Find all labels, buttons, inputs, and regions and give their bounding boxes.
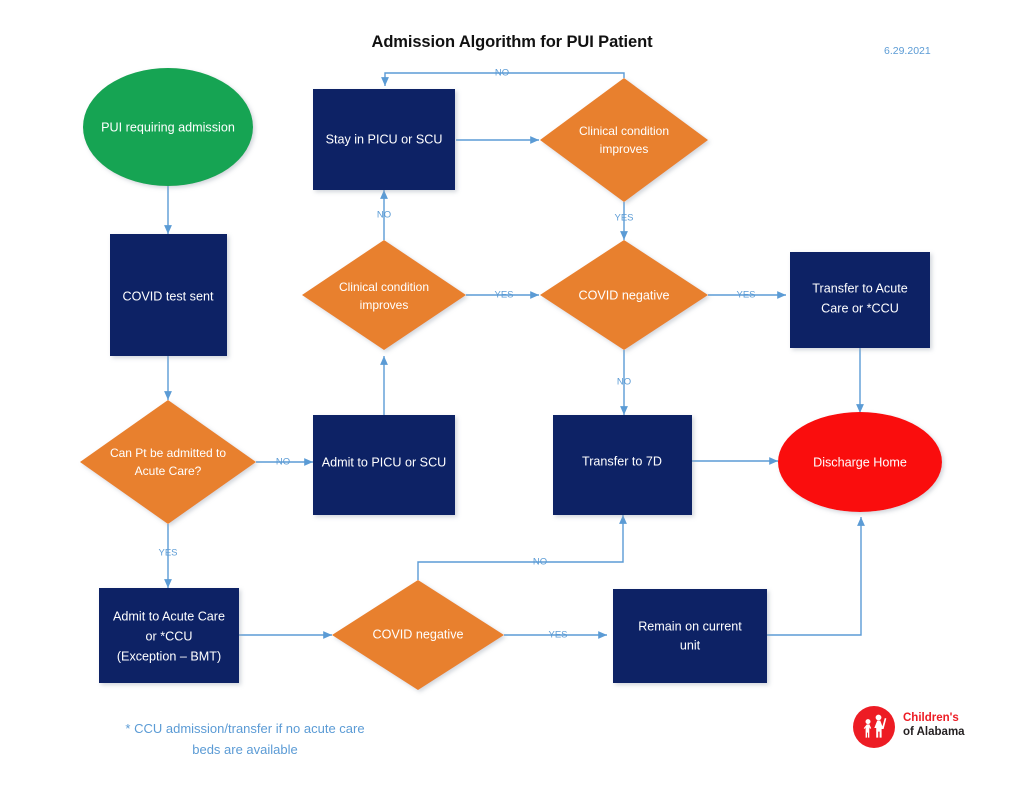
node-transfer-to-7d[interactable]: Transfer to 7D (553, 415, 692, 515)
edge-remain-unit-to-discharge (767, 517, 865, 636)
svg-text:COVID negative: COVID negative (373, 627, 464, 641)
node-pui-requiring-admission[interactable]: PUI requiring admission (83, 68, 253, 186)
logo-circle-icon (853, 706, 895, 748)
footnote: * CCU admission/transfer if no acute car… (95, 718, 395, 760)
edge-label-clin-top-yes: YES (614, 213, 633, 224)
svg-text:Care or *CCU: Care or *CCU (821, 301, 899, 315)
footnote-line-2: beds are available (192, 742, 298, 757)
logo-wordmark: Children's of Alabama (903, 711, 965, 739)
node-transfer-to-acute-care[interactable]: Transfer to Acute Care or *CCU (790, 252, 930, 348)
svg-text:COVID test sent: COVID test sent (123, 289, 214, 303)
edge-label-covid-mid-no: NO (617, 377, 631, 388)
svg-text:Clinical condition: Clinical condition (579, 124, 669, 138)
svg-text:unit: unit (680, 638, 701, 652)
edge-label-clin-mid-yes: YES (494, 290, 513, 301)
edge-label-covid-bot-no: NO (533, 557, 547, 568)
childrens-of-alabama-logo: Children's of Alabama (853, 703, 1003, 751)
node-remain-on-current-unit[interactable]: Remain on current unit (613, 589, 767, 683)
svg-text:Clinical condition: Clinical condition (339, 280, 429, 294)
node-covid-test-sent[interactable]: COVID test sent (110, 234, 227, 356)
svg-text:improves: improves (360, 298, 409, 312)
logo-line-2: of Alabama (903, 726, 965, 738)
node-covid-negative-bottom[interactable]: COVID negative (332, 580, 504, 690)
svg-text:or *CCU: or *CCU (146, 629, 193, 643)
svg-text:improves: improves (600, 142, 649, 156)
edge-label-can-acute-no: NO (276, 457, 290, 468)
edge-covid-bot-no (417, 515, 627, 580)
node-clinical-condition-improves-top[interactable]: Clinical condition improves (540, 78, 708, 202)
svg-text:Admit to PICU or SCU: Admit to PICU or SCU (322, 455, 447, 469)
footnote-line-1: * CCU admission/transfer if no acute car… (125, 721, 365, 736)
svg-text:Stay in PICU or SCU: Stay in PICU or SCU (326, 132, 443, 146)
edge-clin-top-no (381, 72, 625, 86)
node-covid-negative-mid[interactable]: COVID negative (540, 240, 708, 350)
edge-label-clin-mid-no: NO (377, 210, 391, 221)
svg-text:Admit to Acute Care: Admit to Acute Care (113, 609, 225, 623)
svg-text:Acute Care?: Acute Care? (135, 464, 202, 478)
svg-text:Remain on current: Remain on current (638, 619, 742, 633)
node-discharge-home[interactable]: Discharge Home (778, 412, 942, 512)
svg-text:Transfer to Acute: Transfer to Acute (812, 281, 907, 295)
svg-text:Transfer to 7D: Transfer to 7D (582, 454, 662, 468)
document-date: 6.29.2021 (884, 45, 931, 57)
svg-text:Can Pt be admitted to: Can Pt be admitted to (110, 446, 226, 460)
logo-line-1: Children's (903, 712, 959, 724)
logo-figures-icon (863, 714, 887, 738)
node-admit-to-picu-or-scu[interactable]: Admit to PICU or SCU (313, 415, 455, 515)
edge-label-covid-bot-yes: YES (548, 630, 567, 641)
svg-text:PUI requiring admission: PUI requiring admission (101, 120, 235, 134)
svg-text:COVID negative: COVID negative (579, 288, 670, 302)
edge-label-can-acute-yes: YES (158, 548, 177, 559)
svg-text:Discharge Home: Discharge Home (813, 455, 907, 469)
edge-label-covid-mid-yes: YES (736, 290, 755, 301)
page-title: Admission Algorithm for PUI Patient (371, 33, 653, 51)
node-admit-to-acute-care[interactable]: Admit to Acute Care or *CCU (Exception –… (99, 588, 239, 683)
node-clinical-condition-improves-mid[interactable]: Clinical condition improves (302, 240, 466, 350)
node-can-pt-be-admitted[interactable]: Can Pt be admitted to Acute Care? (80, 400, 256, 524)
edge-label-clin-top-no: NO (495, 68, 509, 79)
svg-text:(Exception – BMT): (Exception – BMT) (117, 649, 221, 663)
node-stay-in-picu-or-scu[interactable]: Stay in PICU or SCU (313, 89, 455, 190)
